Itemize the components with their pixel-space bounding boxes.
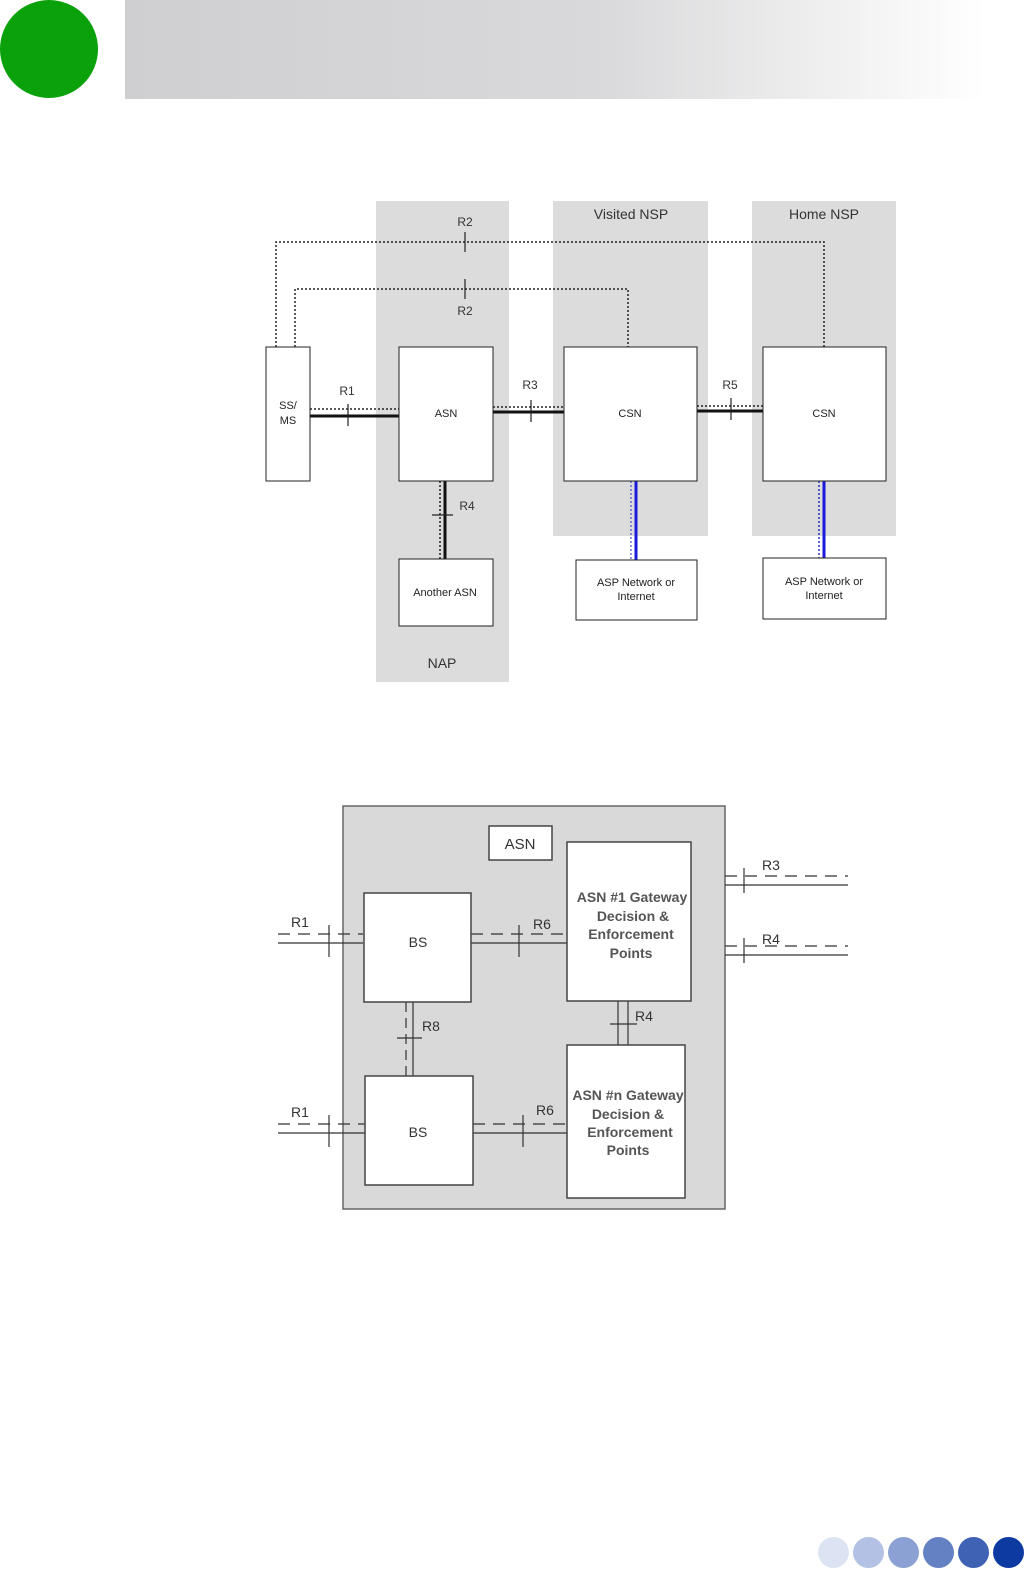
asn-gw1-label-line1: ASN #1 Gateway <box>577 889 688 905</box>
another-asn-label: Another ASN <box>413 587 477 599</box>
asn-gw1-label-line3: Enforcement <box>588 926 674 942</box>
asn-gwn-label-line3: Enforcement <box>587 1124 673 1140</box>
asp-visited-label-line1: ASP Network or <box>597 577 675 589</box>
footer-page-dots <box>818 1537 1028 1569</box>
asp-home-label-line1: ASP Network or <box>785 576 863 588</box>
r2-bottom-label: R2 <box>457 304 473 318</box>
asn-gwn-label-line2: Decision & <box>592 1106 664 1122</box>
asn-title-label: ASN <box>505 836 536 853</box>
asn-gwn-label-line4: Points <box>607 1142 650 1158</box>
r5-label: R5 <box>722 378 738 392</box>
r4-outer-label: R4 <box>762 931 780 947</box>
region-home-nsp-label: Home NSP <box>789 206 859 222</box>
r1-label: R1 <box>339 384 355 398</box>
footer-dot-1 <box>818 1537 849 1568</box>
asn-gw1-label-line4: Points <box>610 945 653 961</box>
r6-bottom-label: R6 <box>536 1102 554 1118</box>
bs-top-label: BS <box>409 934 428 950</box>
r2-top-label: R2 <box>457 215 473 229</box>
r4-label: R4 <box>459 499 475 513</box>
footer-dot-2 <box>853 1537 884 1568</box>
ss-ms-label-line1: SS/ <box>279 400 298 412</box>
region-visited-nsp-label: Visited NSP <box>594 206 668 222</box>
region-nap-label: NAP <box>428 655 457 671</box>
r3-outer-label: R3 <box>762 857 780 873</box>
r4-inner-label: R4 <box>635 1008 653 1024</box>
footer-dot-3 <box>888 1537 919 1568</box>
csn-visited-label: CSN <box>618 408 641 420</box>
csn-home-label: CSN <box>812 408 835 420</box>
asp-visited-box <box>576 560 697 620</box>
asn-gwn-label-line1: ASN #n Gateway <box>572 1087 683 1103</box>
r6-top-label: R6 <box>533 916 551 932</box>
r2-dotted-links <box>276 242 824 559</box>
asp-home-label-line2: Internet <box>805 590 842 602</box>
bs-bottom-label: BS <box>409 1124 428 1140</box>
diagram-asn-reference-model: ASN <box>278 806 848 1209</box>
r3-label: R3 <box>522 378 538 392</box>
r1-top-label: R1 <box>291 914 309 930</box>
r1-bottom-label: R1 <box>291 1104 309 1120</box>
footer-dot-6 <box>993 1537 1024 1568</box>
asp-visited-label-line2: Internet <box>617 591 654 603</box>
asn-gw1-label-line2: Decision & <box>597 908 669 924</box>
footer-dot-5 <box>958 1537 989 1568</box>
asn-box-label: ASN <box>435 408 458 420</box>
ss-ms-label-line2: MS <box>280 415 297 427</box>
footer-dot-4 <box>923 1537 954 1568</box>
diagram-network-reference-model: Visited NSP Home NSP NAP R2 R2 <box>266 201 896 682</box>
asp-home-box <box>763 558 886 619</box>
ss-ms-box <box>266 347 310 481</box>
r8-label: R8 <box>422 1018 440 1034</box>
